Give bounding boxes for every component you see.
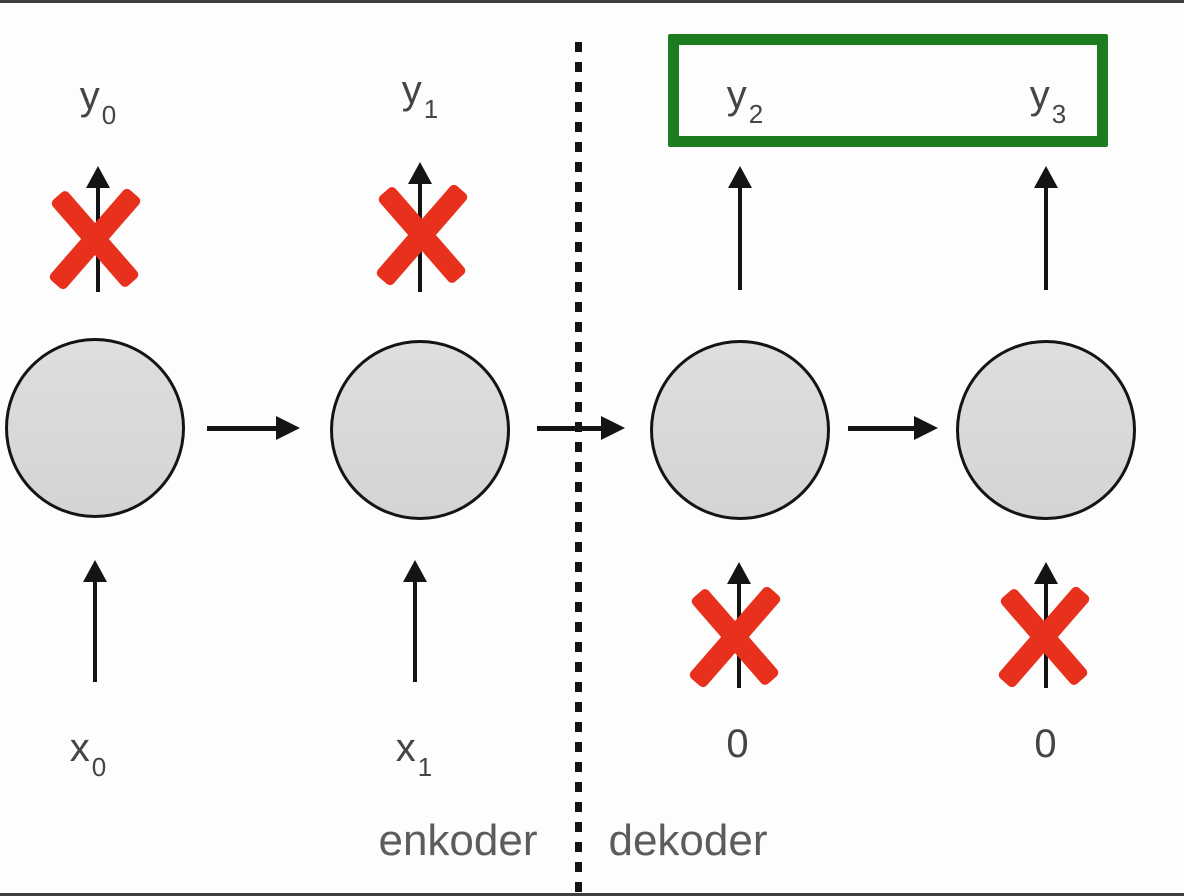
up-arrow-output-3	[727, 166, 753, 290]
encoder-decoder-divider	[575, 42, 582, 896]
frame-bottom-edge	[0, 893, 1184, 896]
up-arrow-input-2	[402, 560, 428, 682]
right-arrow-cell3-cell4	[848, 415, 938, 441]
output-label-y1: y1	[401, 67, 440, 124]
frame-top-edge	[0, 0, 1184, 3]
output-label-y3: y3	[1029, 72, 1068, 129]
output-label-y0: y0	[79, 73, 118, 130]
input-label-x1: x1	[395, 725, 434, 782]
right-arrow-cell2-cell3	[537, 415, 625, 441]
up-arrow-output-4	[1033, 166, 1059, 290]
red-cross-icon-input-3	[687, 584, 783, 690]
rnn-cell-decoder-1	[650, 340, 830, 520]
red-cross-icon-output-1	[47, 186, 143, 292]
output-label-y2: y2	[726, 72, 765, 129]
up-arrow-input-1	[82, 560, 108, 682]
right-arrow-cell1-cell2	[207, 415, 300, 441]
decoder-section-label: dekoder	[608, 816, 768, 865]
rnn-cell-encoder-1	[5, 338, 185, 518]
highlight-box	[668, 34, 1108, 147]
rnn-cell-decoder-2	[956, 340, 1136, 520]
red-cross-icon-output-2	[374, 182, 470, 288]
rnn-cell-encoder-2	[330, 340, 510, 520]
input-label-zero-1: 0	[726, 721, 750, 766]
input-label-x0: x0	[69, 725, 108, 782]
encoder-section-label: enkoder	[378, 816, 538, 865]
red-cross-icon-input-4	[996, 584, 1092, 690]
input-label-zero-2: 0	[1034, 721, 1058, 766]
